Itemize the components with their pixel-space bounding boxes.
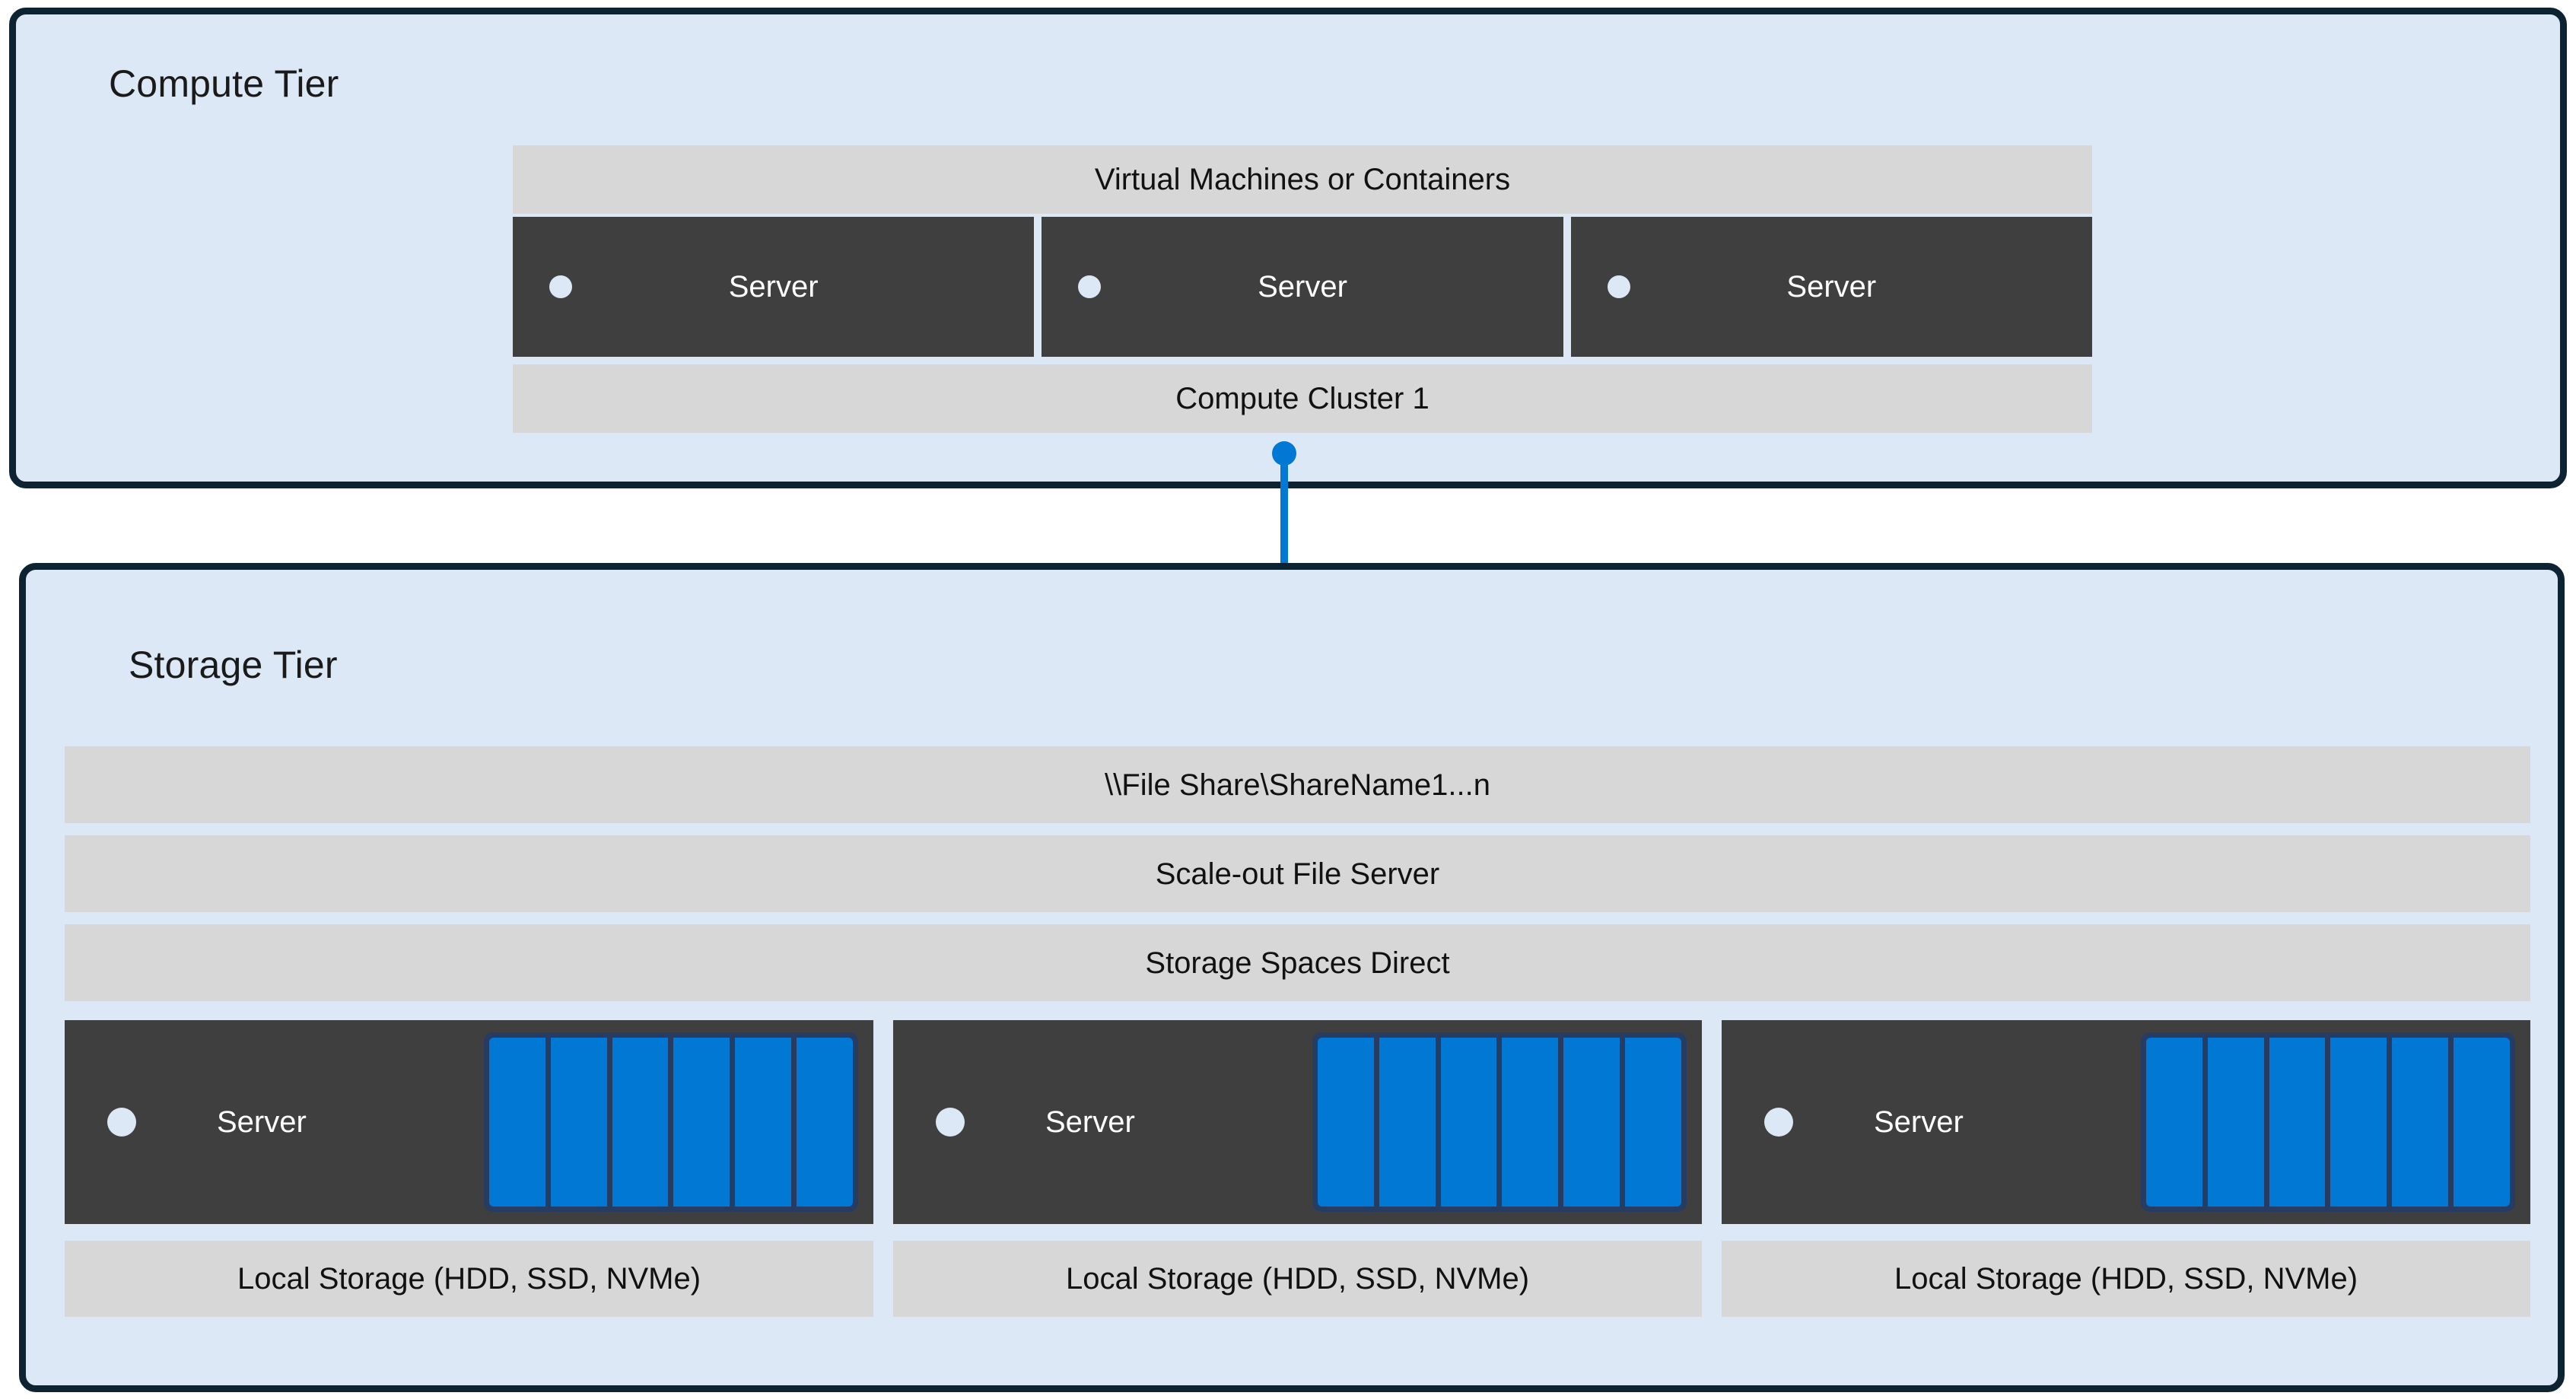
- local-storage-label-2: Local Storage (HDD, SSD, NVMe): [1065, 1262, 1530, 1296]
- disk-icon: [2330, 1038, 2387, 1207]
- storage-chassis-1: Server: [65, 1020, 873, 1224]
- storage-chassis-3: Server: [1722, 1020, 2530, 1224]
- file-share-label: \\File Share\ShareName1...n: [1105, 768, 1490, 802]
- status-dot-icon: [1607, 275, 1630, 298]
- storage-node-2-label: Server: [1045, 1105, 1135, 1139]
- disk-icon: [550, 1038, 607, 1207]
- storage-spaces-direct-label: Storage Spaces Direct: [1145, 946, 1450, 980]
- compute-server-row: Server Server Server: [513, 217, 2092, 357]
- storage-node-2[interactable]: Server Local Storage (HDD, SSD, NVMe): [893, 1020, 1702, 1347]
- local-storage-band-1: Local Storage (HDD, SSD, NVMe): [65, 1241, 873, 1317]
- compute-server-2[interactable]: Server: [1042, 217, 1563, 357]
- local-storage-label-3: Local Storage (HDD, SSD, NVMe): [1894, 1262, 2358, 1296]
- compute-cluster-label: Compute Cluster 1: [1175, 382, 1430, 415]
- virtual-machines-label: Virtual Machines or Containers: [1094, 163, 1511, 196]
- compute-server-1-label: Server: [728, 270, 819, 304]
- disk-icon: [1625, 1038, 1681, 1207]
- disk-icon: [2392, 1038, 2449, 1207]
- disk-icon: [2454, 1038, 2510, 1207]
- disk-icon: [673, 1038, 730, 1207]
- connector-line-icon: [1280, 449, 1288, 609]
- compute-cluster-band: Compute Cluster 1: [513, 364, 2092, 433]
- scale-out-file-server-band: Scale-out File Server: [65, 835, 2530, 912]
- storage-node-3-label: Server: [1874, 1105, 1964, 1139]
- local-storage-band-3: Local Storage (HDD, SSD, NVMe): [1722, 1241, 2530, 1317]
- compute-server-3[interactable]: Server: [1570, 217, 2092, 357]
- storage-node-1-label: Server: [217, 1105, 307, 1139]
- local-storage-label-1: Local Storage (HDD, SSD, NVMe): [237, 1262, 701, 1296]
- compute-tier-title: Compute Tier: [109, 62, 339, 105]
- status-dot-icon: [549, 275, 572, 298]
- storage-tier-title: Storage Tier: [129, 644, 338, 686]
- status-dot-icon: [936, 1108, 965, 1137]
- disk-icon: [1379, 1038, 1436, 1207]
- storage-node-1[interactable]: Server Local Storage (HDD, SSD, NVMe): [65, 1020, 873, 1347]
- storage-node-3[interactable]: Server Local Storage (HDD, SSD, NVMe): [1722, 1020, 2530, 1347]
- storage-tier-container: Storage Tier \\File Share\ShareName1...n…: [19, 563, 2565, 1392]
- disk-icon: [1563, 1038, 1620, 1207]
- compute-tier-container: Compute Tier Virtual Machines or Contain…: [9, 8, 2567, 488]
- disk-array-1: [484, 1032, 858, 1212]
- disk-array-3: [2141, 1032, 2515, 1212]
- virtual-machines-band: Virtual Machines or Containers: [513, 145, 2092, 214]
- status-dot-icon: [1764, 1108, 1793, 1137]
- status-dot-icon: [107, 1108, 136, 1137]
- disk-icon: [489, 1038, 545, 1207]
- local-storage-band-2: Local Storage (HDD, SSD, NVMe): [893, 1241, 1702, 1317]
- status-dot-icon: [1078, 275, 1102, 298]
- file-share-band: \\File Share\ShareName1...n: [65, 746, 2530, 823]
- storage-spaces-direct-band: Storage Spaces Direct: [65, 924, 2530, 1001]
- scale-out-file-server-label: Scale-out File Server: [1155, 857, 1440, 891]
- compute-server-2-label: Server: [1258, 270, 1347, 304]
- disk-icon: [735, 1038, 792, 1207]
- storage-node-row: Server Local Storage (HDD, SSD, NVMe): [65, 1020, 2530, 1347]
- disk-icon: [1502, 1038, 1559, 1207]
- disk-icon: [2207, 1038, 2264, 1207]
- disk-array-2: [1312, 1032, 1687, 1212]
- disk-icon: [1318, 1038, 1374, 1207]
- disk-icon: [1440, 1038, 1497, 1207]
- disk-icon: [2146, 1038, 2202, 1207]
- storage-chassis-2: Server: [893, 1020, 1702, 1224]
- disk-icon: [2269, 1038, 2326, 1207]
- compute-server-1[interactable]: Server: [513, 217, 1035, 357]
- disk-icon: [797, 1038, 853, 1207]
- compute-server-3-label: Server: [1786, 270, 1877, 304]
- disk-icon: [612, 1038, 669, 1207]
